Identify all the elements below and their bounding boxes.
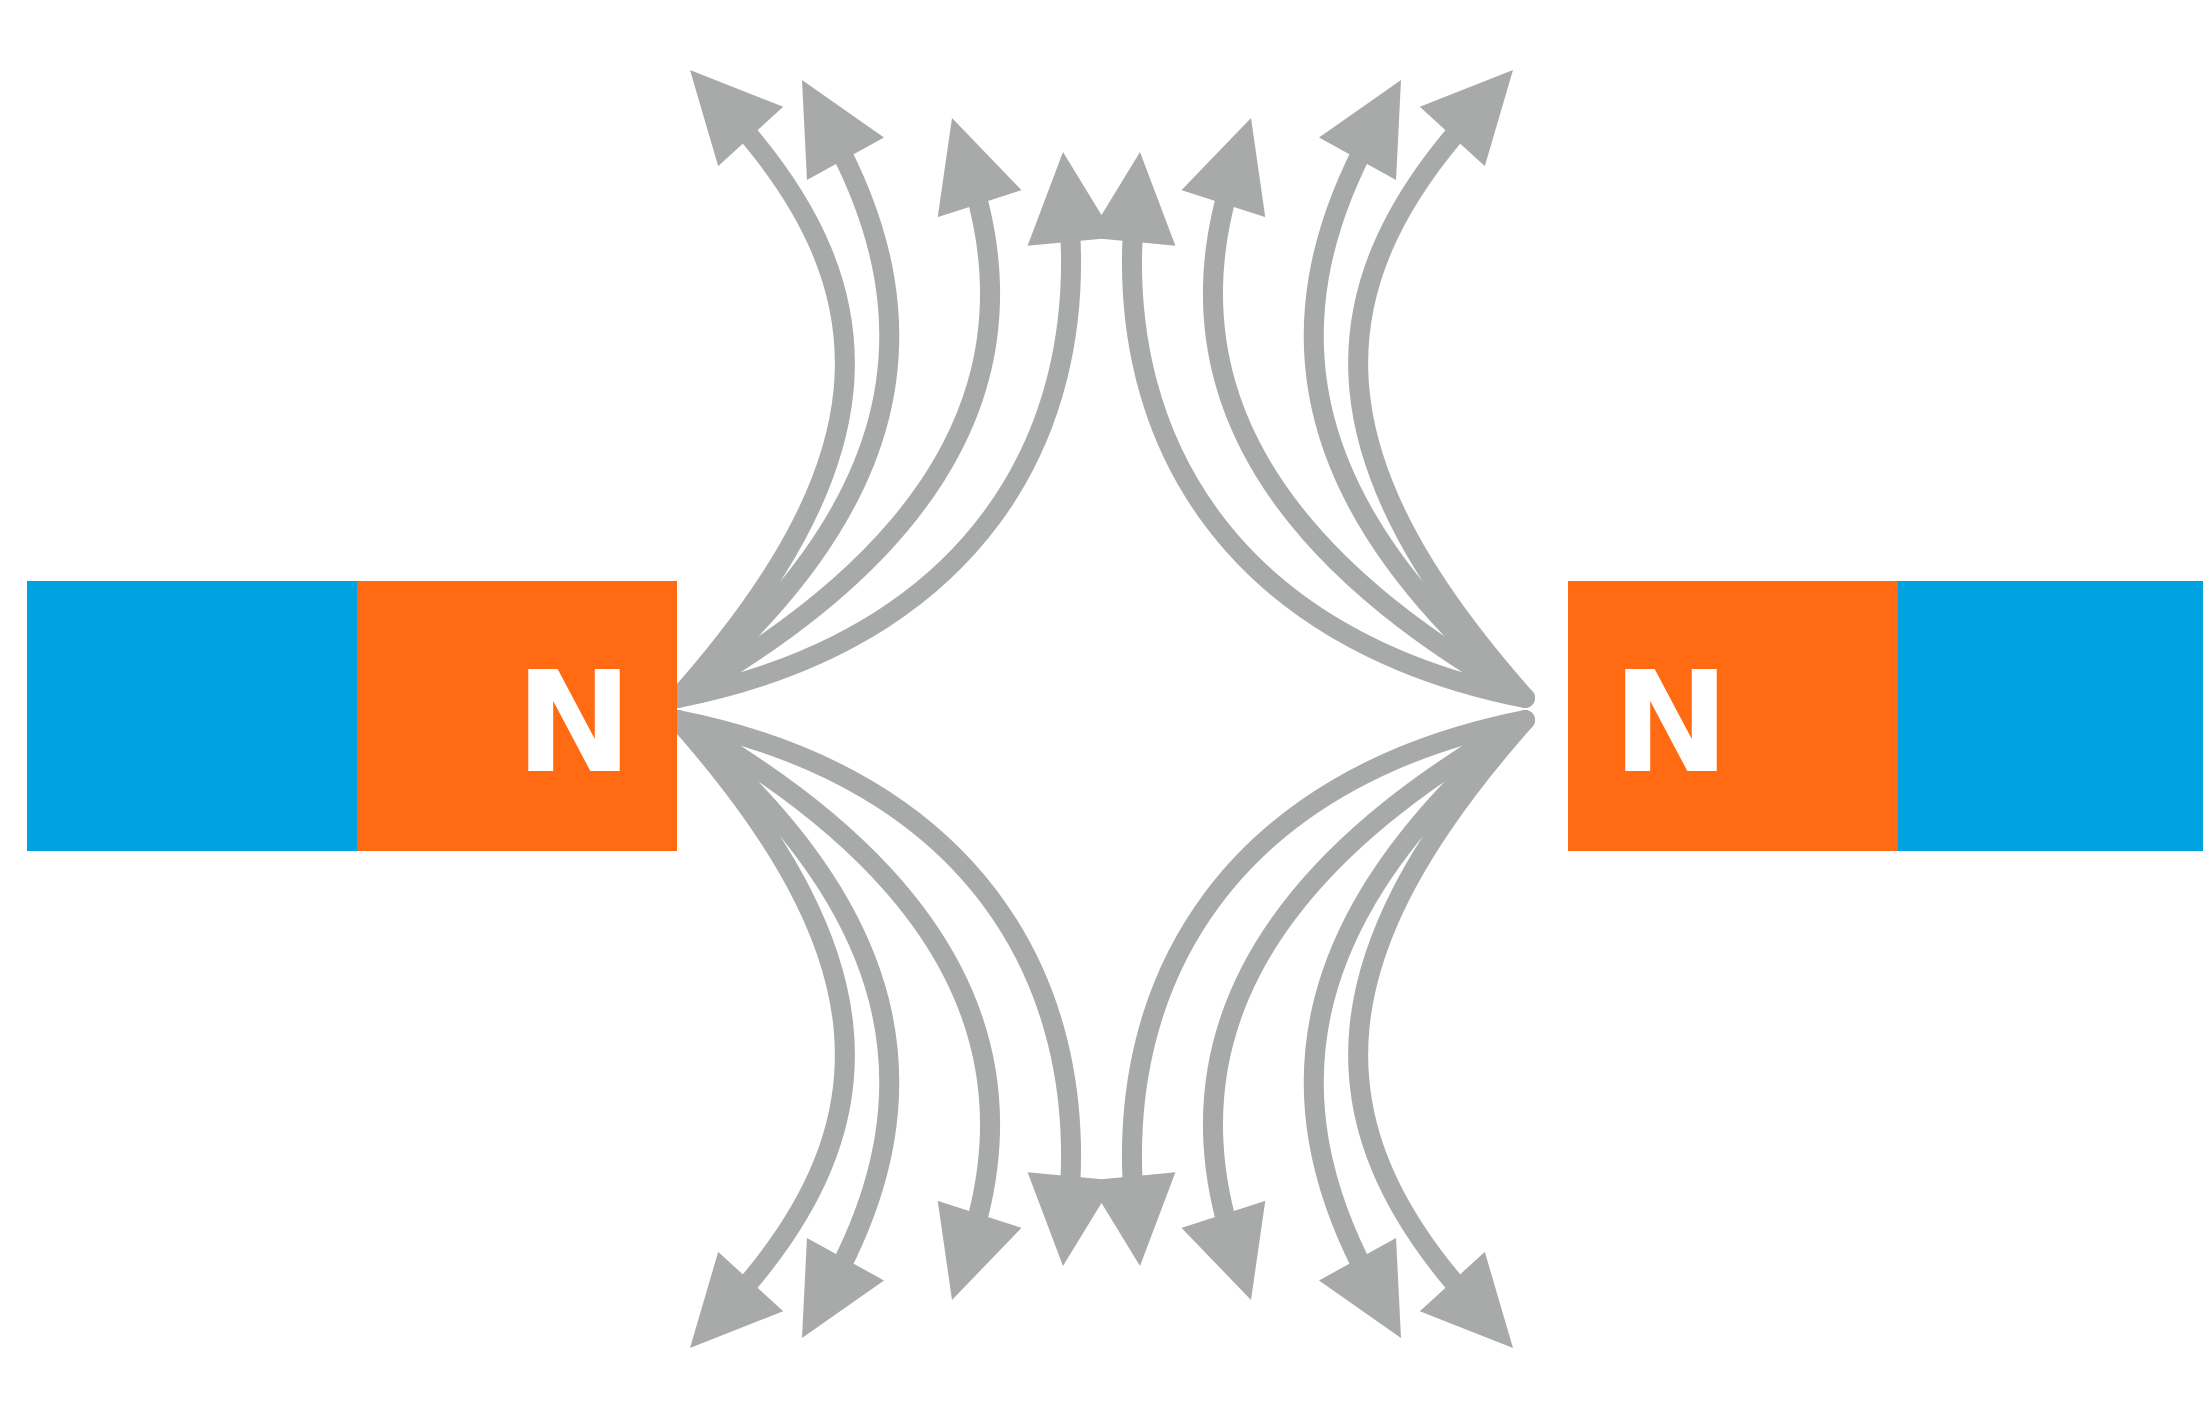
arrowhead-icon (1087, 152, 1176, 246)
arrowhead-icon (937, 118, 1022, 218)
arrowhead-icon (1027, 152, 1116, 246)
arrowhead-icon (1181, 1200, 1266, 1300)
left-magnet: N (27, 581, 677, 851)
field-line-arrowheads (690, 70, 1513, 1348)
arrowhead-icon (1027, 1172, 1116, 1266)
arrowhead-icon (1318, 80, 1401, 181)
field-line (1348, 104, 1535, 708)
field-line (668, 710, 900, 1296)
magnetic-field-lines (668, 104, 1535, 1314)
field-line (668, 710, 1001, 1253)
right-magnet: N (1568, 581, 2203, 851)
right-magnet-north-pole (1568, 581, 1898, 851)
field-line (1202, 710, 1535, 1253)
arrowhead-icon (690, 70, 784, 167)
field-line (668, 710, 855, 1314)
field-line (1303, 122, 1535, 708)
field-line (1303, 710, 1535, 1296)
field-line (668, 201, 1082, 708)
field-line (668, 710, 1082, 1217)
field-line (1121, 710, 1535, 1217)
field-line (1202, 165, 1535, 708)
arrowhead-icon (1419, 1251, 1513, 1348)
arrowhead-icon (1419, 70, 1513, 167)
field-line (668, 165, 1001, 708)
arrowhead-icon (802, 80, 885, 181)
arrowhead-icon (1087, 1172, 1176, 1266)
arrowhead-icon (1318, 1237, 1401, 1338)
left-magnet-south-pole (27, 581, 357, 851)
arrowhead-icon (937, 1200, 1022, 1300)
arrowhead-icon (802, 1237, 885, 1338)
field-line (668, 104, 855, 708)
right-magnet-north-label: N (1612, 642, 1729, 805)
left-magnet-north-label: N (515, 642, 632, 805)
field-line (668, 122, 900, 708)
field-line (1348, 710, 1535, 1314)
arrowhead-icon (1181, 118, 1266, 218)
arrowhead-icon (690, 1251, 784, 1348)
field-line (1121, 201, 1535, 708)
right-magnet-south-pole (1898, 581, 2203, 851)
left-magnet-north-pole (357, 581, 677, 851)
